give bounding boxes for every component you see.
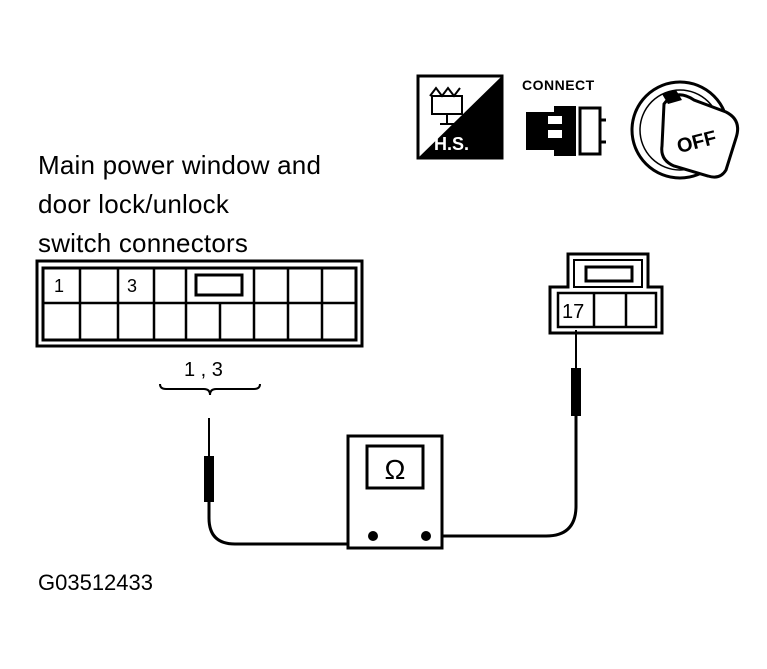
harness-side-icon: H.S. (416, 74, 504, 160)
left-pin-3: 3 (127, 276, 137, 296)
right-probe (426, 330, 581, 538)
connect-label: CONNECT (522, 77, 595, 93)
ohmmeter: Ω (346, 434, 444, 550)
left-pin-1: 1 (54, 276, 64, 296)
main-switch-connector: 1 3 (35, 259, 364, 348)
title-line-3: switch connectors (38, 228, 249, 258)
right-pin-17: 17 (562, 301, 584, 323)
meter-terminal-left (368, 531, 378, 541)
hs-label: H.S. (434, 134, 469, 154)
connect-icon: CONNECT (522, 77, 606, 156)
door-lock-connector: 17 (548, 252, 664, 335)
ignition-off-icon: OFF (630, 80, 740, 180)
connector-title: Main power window and door lock/unlock s… (38, 146, 321, 263)
ohm-symbol: Ω (385, 454, 406, 485)
meter-terminal-right (421, 531, 431, 541)
title-line-1: Main power window and (38, 150, 322, 180)
figure-id: G03512433 (38, 570, 153, 595)
left-probe (204, 418, 373, 546)
pin-bracket: 1 , 3 (159, 359, 261, 396)
title-line-2: door lock/unlock (38, 189, 230, 219)
bracket-label: 1 , 3 (184, 359, 223, 381)
